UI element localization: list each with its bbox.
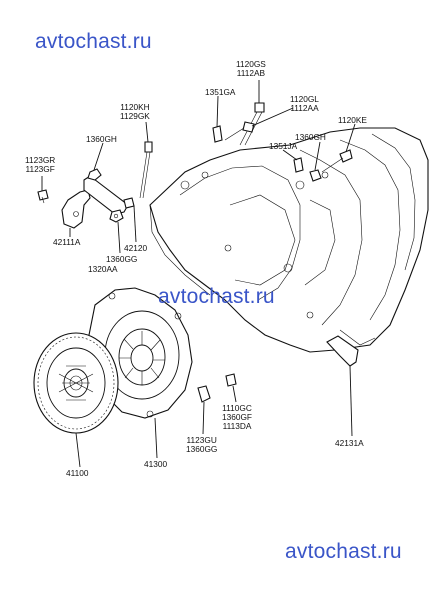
label-42111a: 42111A [53, 237, 81, 247]
clutch-disc-41100 [33, 332, 119, 434]
label-42131a: 42131A [335, 438, 364, 448]
pin-1351ja [293, 157, 304, 173]
bolt-1120gl [224, 121, 255, 141]
pin-1351ga [212, 125, 223, 143]
watermark-top: avtochast.ru [35, 30, 152, 53]
label-1351ja: 1351JA [269, 141, 298, 151]
label-1360gg: 1360GG [106, 254, 138, 264]
nut-42120 [123, 197, 135, 209]
fork-42131a [326, 335, 359, 367]
label-1351ga: 1351GA [205, 87, 236, 97]
nut-1360gg [109, 209, 124, 223]
bolt-1110gc [225, 373, 237, 387]
watermark-bottom: avtochast.ru [285, 540, 402, 563]
nut-1360gh-left [87, 168, 102, 181]
leader-lines [41, 80, 356, 468]
bolt-1120kh [139, 141, 153, 199]
watermark-middle: avtochast.ru [158, 285, 275, 308]
nut-1360gh-right [309, 169, 322, 182]
label-1360gh-left: 1360GH [86, 134, 117, 144]
label-41300: 41300 [144, 459, 168, 469]
bolt-1123gu [197, 385, 211, 403]
label-1120ke: 1120KE [338, 115, 367, 125]
bolt-1123gr [37, 189, 49, 204]
label-1320aa: 1320AA [88, 264, 118, 274]
label-42120: 42120 [124, 243, 148, 253]
label-1360gh-right: 1360GH [295, 132, 326, 142]
label-41100: 41100 [66, 468, 89, 478]
transmission-housing [149, 127, 429, 353]
